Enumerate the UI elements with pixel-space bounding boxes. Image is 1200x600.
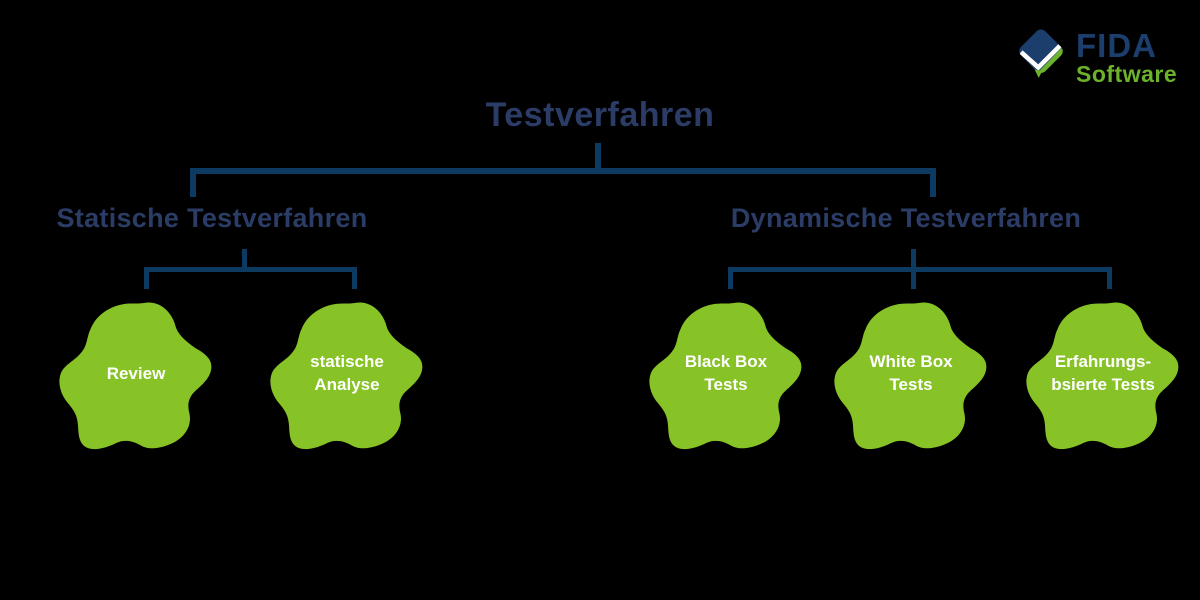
node-label-line2: bsierte Tests [1051,375,1155,394]
node-blob-statische-analyse: statische Analyse [268,301,426,451]
node-label: Review [57,298,215,448]
blob-shape [834,302,987,450]
branch-label-statische: Statische Testverfahren [56,203,368,233]
connector-right-drop-3 [1107,267,1112,289]
connector-right-hline [728,267,1112,272]
node-label: statische Analyse [268,298,426,448]
node-label-line1: White Box [869,352,953,371]
connector-left-hline [144,267,357,272]
logo-subtitle: Software [1076,61,1178,87]
connector-right-drop-1 [728,267,733,289]
node-label-line2: Tests [704,375,748,394]
node-blob-white-box-tests: White Box Tests [832,301,990,451]
connector-left-stub [242,249,247,270]
connector-left-drop-2 [352,267,357,289]
node-blob-erfahrungsbasierte-tests: Erfahrungs- bsierte Tests [1024,301,1182,451]
connector-level1-drop-right [930,168,936,197]
node-label-line2: Analyse [314,375,380,394]
blob-shape [1026,302,1179,450]
check-diamond-icon [1016,29,1066,78]
node-label: Erfahrungs- bsierte Tests [1024,298,1182,448]
connector-left-drop-1 [144,267,149,289]
logo-text: FIDA Software [1076,24,1177,88]
node-label-line1: statische [310,352,384,371]
branch-label-dynamische: Dynamische Testverfahren [730,203,1082,233]
connector-right-stub [911,249,916,289]
node-label-line1: Black Box [684,352,768,371]
node-label-line1: Review [106,363,166,383]
diagram-title: Testverfahren [485,96,715,134]
node-blob-black-box-tests: Black Box Tests [647,301,805,451]
node-label-line1: Erfahrungs- [1054,352,1152,371]
blob-shape [649,302,802,450]
blob-shape [59,302,212,450]
node-label: Black Box Tests [647,298,805,448]
connector-level1-drop-left [190,168,196,197]
blob-shape [270,302,423,450]
connector-level1-hline [190,168,936,174]
node-blob-review: Review [57,301,215,451]
node-label-line2: Tests [889,375,933,394]
brand-logo: FIDA Software [1012,24,1192,88]
node-label: White Box Tests [832,298,990,448]
logo-brand: FIDA [1076,27,1157,64]
connector-root-stub [595,143,601,172]
